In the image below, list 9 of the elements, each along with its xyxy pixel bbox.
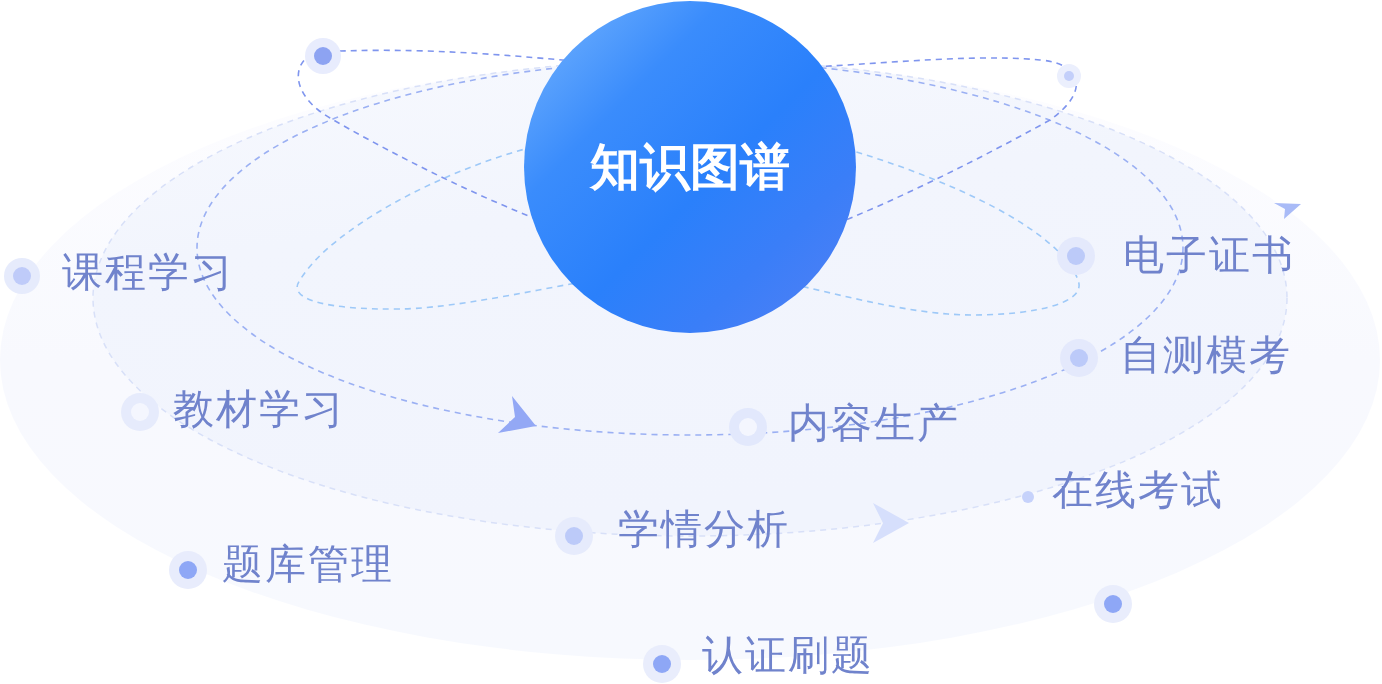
feature-label: 学情分析 [618,509,790,550]
feature-label: 自测模考 [1120,335,1292,376]
feature-label: 课程学习 [62,252,234,293]
feature-label: 在线考试 [1052,470,1224,511]
feature-label: 内容生产 [788,403,960,444]
feature-label: 认证刷题 [702,635,874,676]
feature-label: 电子证书 [1123,235,1295,276]
feature-label: 教材学习 [173,389,345,430]
feature-label: 题库管理 [222,544,394,585]
